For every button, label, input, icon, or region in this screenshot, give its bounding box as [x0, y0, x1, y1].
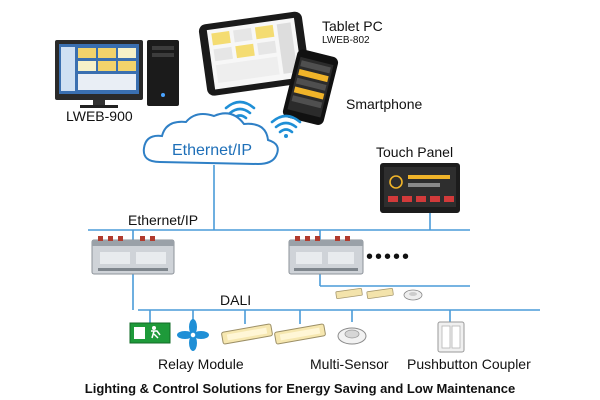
- touch-panel-icon: [380, 163, 460, 213]
- tablet-model-label: LWEB-802: [322, 35, 370, 46]
- relay-module-label: Relay Module: [158, 356, 244, 372]
- lweb900-label: LWEB-900: [66, 108, 133, 124]
- pushbutton-icon: [437, 321, 465, 353]
- sensor-icon: [337, 327, 367, 345]
- exit-sign-icon: [129, 322, 171, 344]
- smartphone-icon: [282, 49, 339, 125]
- wifi-icon: [270, 114, 302, 138]
- pushbutton-coupler-label: Pushbutton Coupler: [407, 356, 531, 372]
- dali-label: DALI: [220, 292, 252, 308]
- cloud-label: Ethernet/IP: [172, 142, 253, 159]
- light-fixture-icon: [335, 287, 363, 300]
- touch-panel-label: Touch Panel: [376, 144, 454, 160]
- light-fixture-icon: [274, 323, 326, 345]
- smartphone-label: Smartphone: [346, 96, 423, 112]
- ethernet-bus-label: Ethernet/IP: [128, 212, 199, 228]
- fan-icon: [177, 319, 209, 351]
- sensor-icon: [403, 289, 423, 301]
- diagram-caption: Lighting & Control Solutions for Energy …: [84, 381, 516, 396]
- connection-lines: [88, 165, 540, 324]
- light-fixture-icon: [366, 287, 394, 300]
- multi-sensor-label: Multi-Sensor: [310, 356, 389, 372]
- tablet-label: Tablet PC: [322, 18, 383, 34]
- light-fixture-icon: [221, 323, 273, 345]
- controller-icon: [91, 236, 175, 275]
- controller-icon: [288, 236, 364, 275]
- cloud-icon: [142, 112, 279, 166]
- tablet-icon: [198, 11, 311, 96]
- desktop-pc-icon: [55, 40, 179, 108]
- more-devices-indicator: •••••: [366, 246, 412, 268]
